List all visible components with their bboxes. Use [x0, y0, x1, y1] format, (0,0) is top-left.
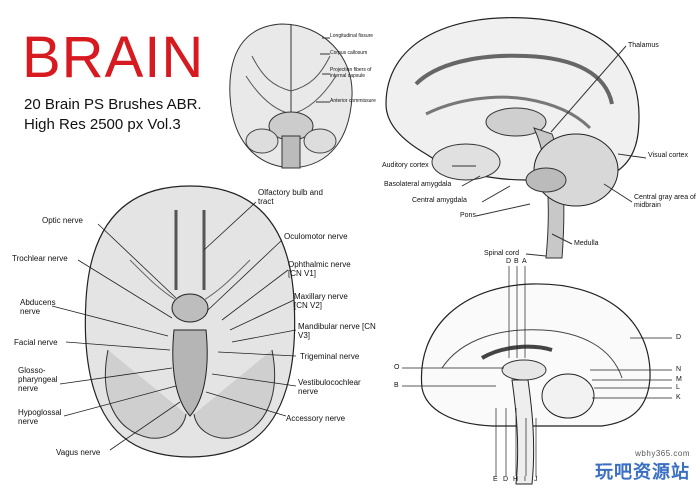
label-facial-nerve: Facial nerve	[14, 338, 58, 347]
label-spinal-cord: Spinal cord	[484, 250, 520, 257]
watermark: wbhy365.com 玩吧资源站	[595, 449, 690, 484]
subtitle-line-1: 20 Brain PS Brushes ABR.	[24, 96, 202, 113]
label-hypoglossal-nerve: Hypoglossal nerve	[18, 408, 62, 426]
letter-top-b: B	[514, 258, 519, 265]
line-diagram-drawing	[402, 266, 672, 485]
letter-right-m: M	[676, 376, 682, 383]
label-ophthalmic-nerve: Ophthalmic nerve [CN V1]	[288, 260, 351, 278]
label-maxillary-nerve: Maxillary nerve [CN V2]	[294, 292, 348, 310]
label-glossopharyngeal-nerve: Glosso-pharyngeal nerve	[18, 366, 58, 393]
letter-top-d: D	[506, 258, 512, 265]
letter-bottom-d: D	[503, 476, 509, 483]
label-thalamus: Thalamus	[628, 42, 659, 49]
label-corpus-callosum: Corpus callosum	[330, 50, 368, 56]
label-abducens-nerve: Abducens nerve	[20, 298, 56, 316]
label-medulla: Medulla	[574, 240, 599, 247]
letter-bottom-h: H	[513, 476, 519, 483]
letter-right-n: N	[676, 366, 682, 373]
label-mandibular-nerve: Mandibular nerve [CN V3]	[298, 322, 376, 340]
label-trochlear-nerve: Trochlear nerve	[12, 254, 68, 263]
label-vestibulocochlear-nerve: Vestibulocochlear nerve	[298, 378, 361, 396]
label-central-gray-area: Central gray area of midbrain	[634, 194, 696, 209]
letter-right-d: D	[676, 334, 682, 341]
label-vagus-nerve: Vagus nerve	[56, 448, 101, 457]
label-basolateral-amygdala: Basolateral amygdala	[384, 181, 452, 188]
label-longitudinal-fissure: Longitudinal fissure	[330, 33, 374, 39]
label-trigeminal-nerve: Trigeminal nerve	[300, 352, 360, 361]
watermark-url: wbhy365.com	[635, 449, 690, 458]
letter-right-k: K	[676, 394, 681, 401]
label-olfactory-bulb: Olfactory bulb and tract	[258, 188, 323, 206]
label-projection-fibers: Projection fibers of internal capsule	[330, 67, 372, 79]
letter-bottom-i: I	[524, 476, 526, 483]
letter-top-a: A	[522, 258, 527, 265]
brain-sagittal-section-illustration: Thalamus Visual cortex Central gray area…	[376, 4, 696, 266]
watermark-logo-text: 玩吧资源站	[595, 462, 690, 482]
brain-inferior-view-illustration: Olfactory bulb and tract Optic nerve Ocu…	[0, 180, 380, 488]
letter-left-o: O	[394, 364, 400, 371]
label-anterior-commissure: Anterior commissure	[330, 98, 376, 104]
inferior-view-drawing	[51, 185, 297, 458]
letter-right-l: L	[676, 384, 680, 391]
subtitle-line-2: High Res 2500 px Vol.3	[24, 116, 181, 133]
letter-bottom-j: J	[534, 476, 538, 483]
label-optic-nerve: Optic nerve	[42, 216, 83, 225]
page-title: BRAIN	[22, 25, 205, 90]
horizontal-section-drawing	[229, 23, 353, 169]
sagittal-section-drawing	[385, 17, 647, 259]
letter-left-b: B	[394, 382, 399, 389]
label-pons: Pons	[460, 212, 476, 219]
label-oculomotor-nerve: Oculomotor nerve	[284, 232, 348, 241]
label-visual-cortex: Visual cortex	[648, 152, 688, 159]
label-accessory-nerve: Accessory nerve	[286, 414, 346, 423]
brain-line-diagram-illustration: D B A O B D N M L K E D H I J	[392, 258, 698, 488]
label-central-amygdala: Central amygdala	[412, 197, 467, 204]
brain-horizontal-section-illustration: Longitudinal fissure Corpus callosum Pro…	[222, 16, 382, 176]
label-auditory-cortex: Auditory cortex	[382, 162, 429, 169]
letter-bottom-e: E	[493, 476, 498, 483]
